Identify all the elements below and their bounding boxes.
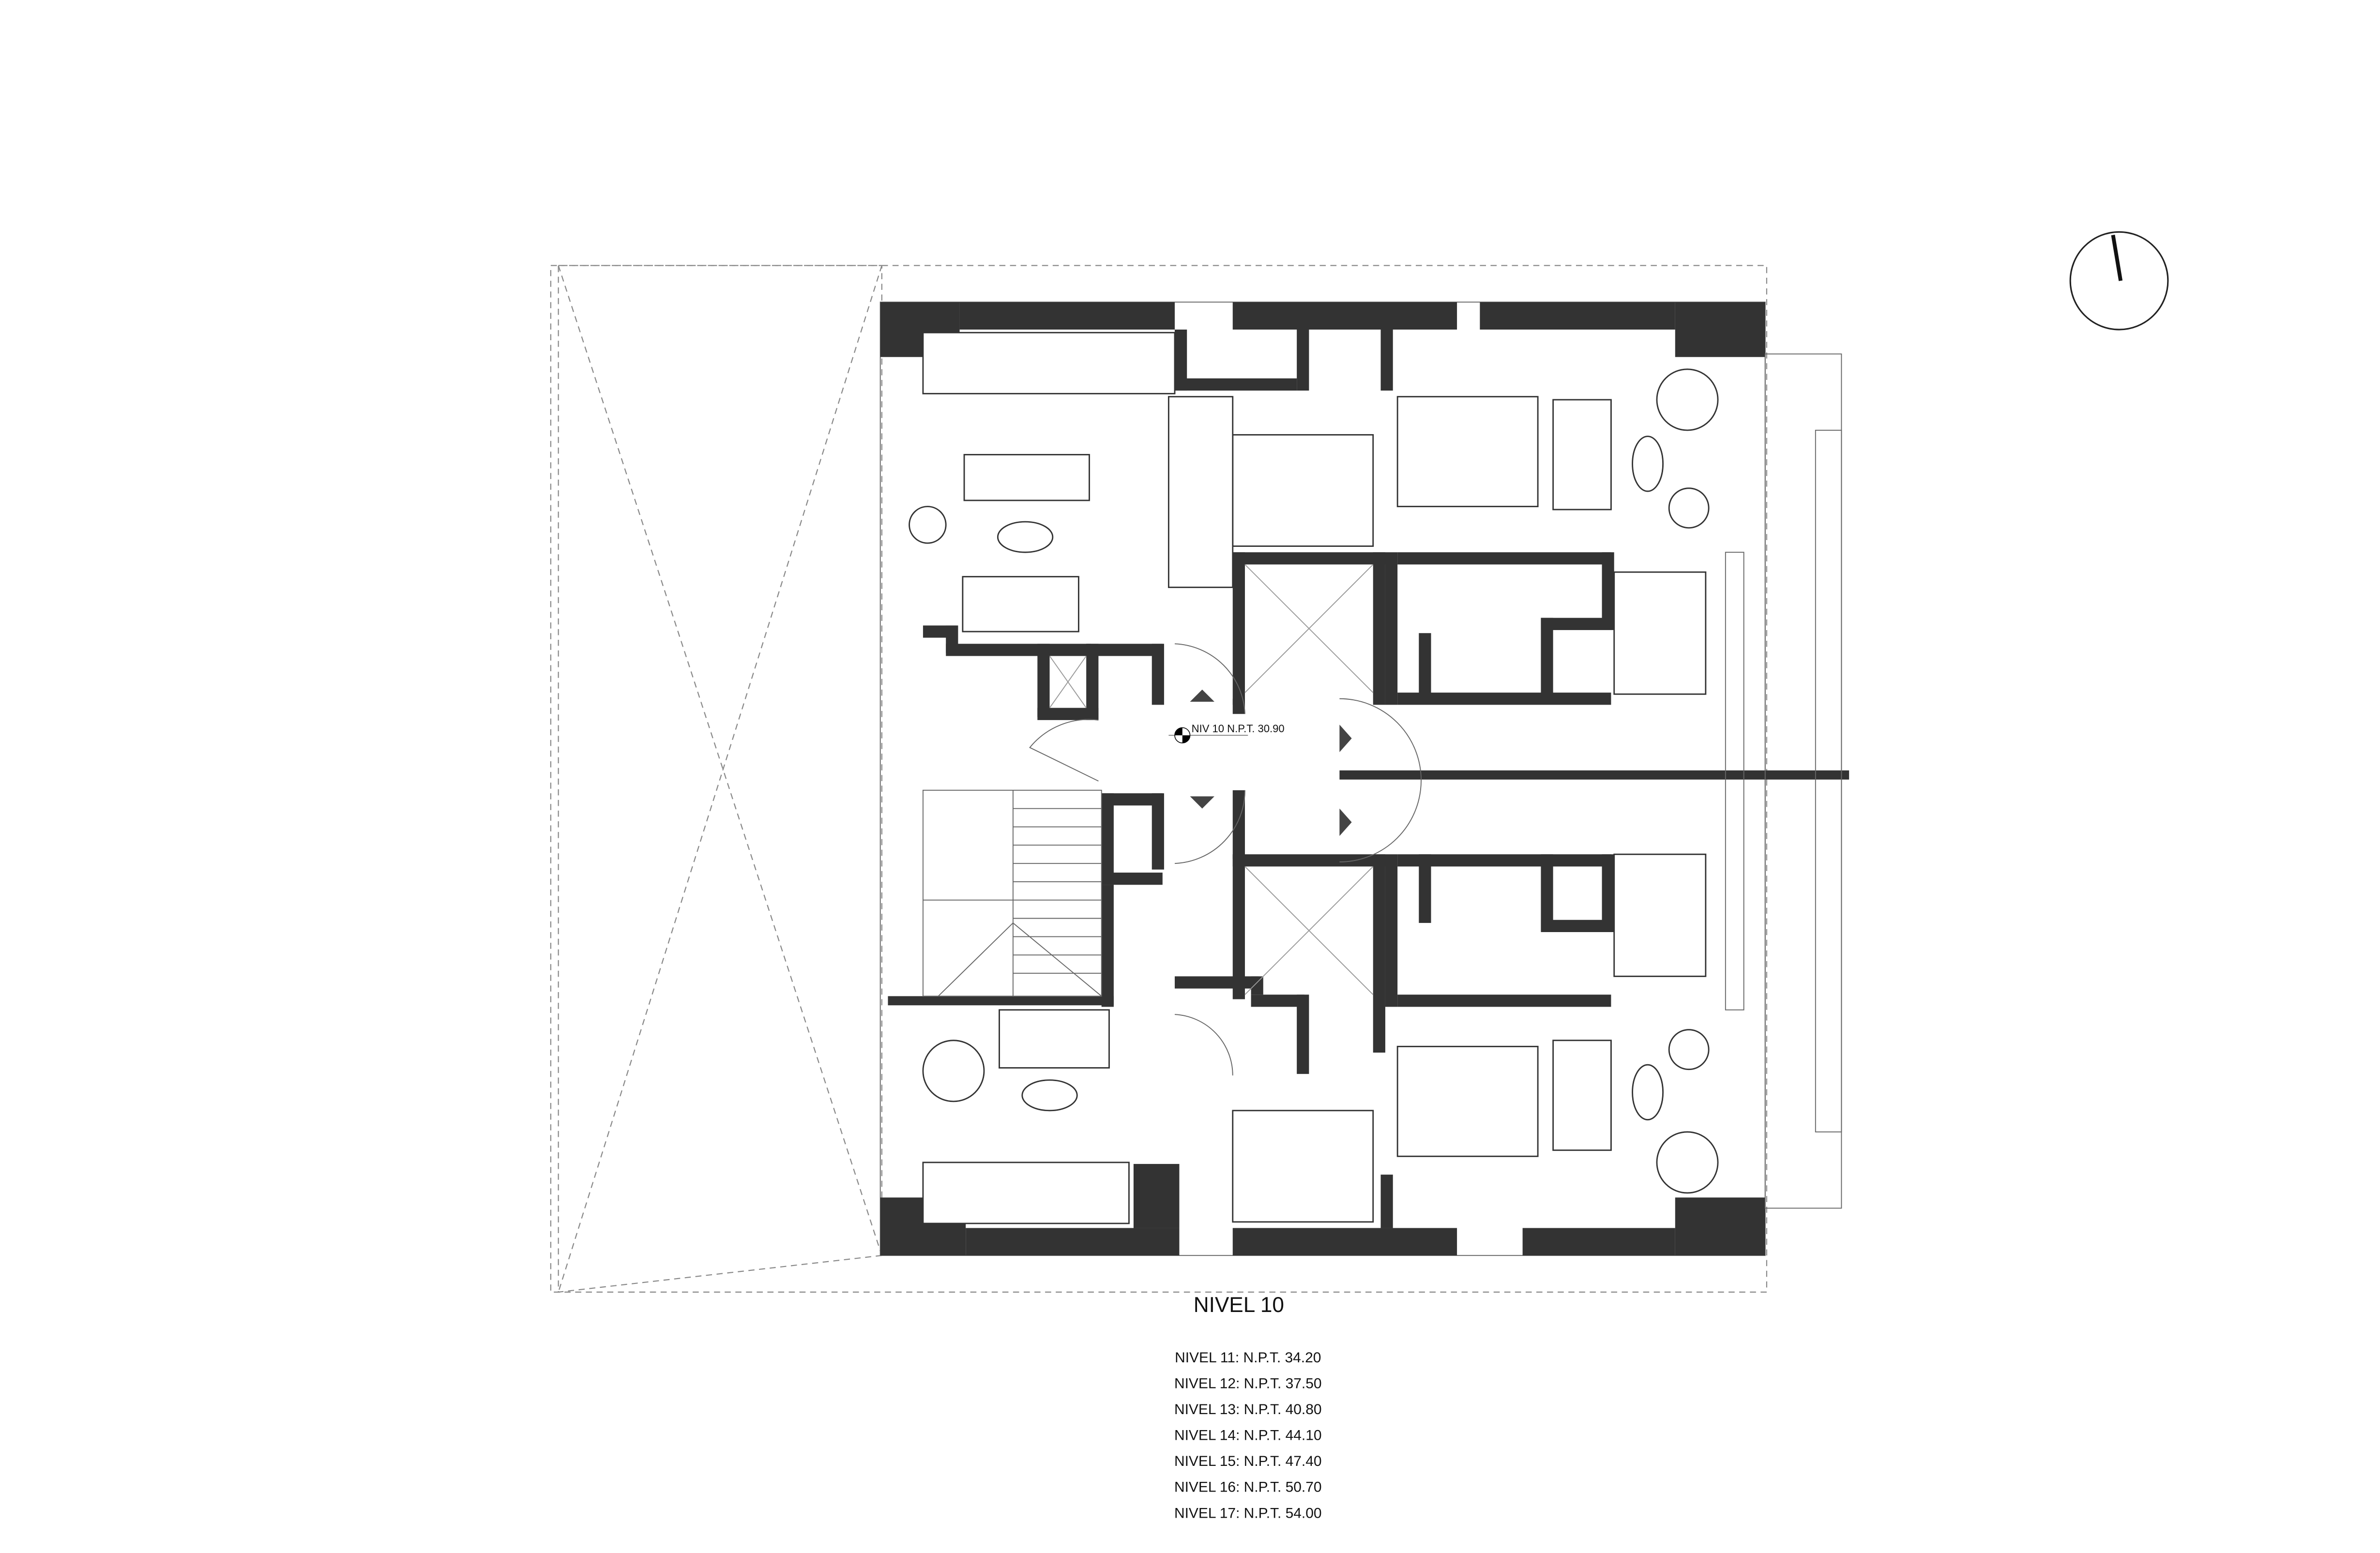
stair	[922, 789, 1102, 997]
level-item: NIVEL 12: N.P.T. 37.50	[1174, 1375, 1322, 1391]
sofa	[999, 1009, 1110, 1069]
sofa	[1552, 399, 1612, 511]
elevator-shafts	[1049, 564, 1374, 995]
kitchen-counter	[1613, 853, 1707, 977]
kitchen-counter	[1613, 571, 1707, 695]
round-table	[922, 1040, 985, 1102]
circulation-arrows	[1190, 689, 1352, 836]
level-datum-icon	[1168, 727, 1248, 743]
bed	[1396, 396, 1539, 508]
void-area	[558, 265, 882, 1293]
level-item: NIVEL 13: N.P.T. 40.80	[1174, 1402, 1322, 1417]
level-item: NIVEL 16: N.P.T. 50.70	[1174, 1479, 1322, 1495]
doors	[1029, 643, 1422, 1076]
north-arrow-icon	[2069, 231, 2169, 331]
kitchen-counter	[922, 332, 1176, 394]
sofa	[962, 576, 1079, 633]
furniture	[909, 332, 1719, 1224]
glazing	[1725, 353, 1842, 1209]
round-table	[1656, 368, 1719, 431]
level-item: NIVEL 15: N.P.T. 47.40	[1174, 1453, 1322, 1469]
plan-title: NIVEL 10	[1194, 1293, 1284, 1317]
sofa	[1552, 1040, 1612, 1151]
bed	[1396, 1045, 1539, 1157]
level-item: NIVEL 17: N.P.T. 54.00	[1174, 1505, 1322, 1521]
dining-table	[963, 454, 1090, 501]
exterior-walls	[880, 302, 1849, 1256]
level-list: NIVEL 11: N.P.T. 34.20 NIVEL 12: N.P.T. …	[1174, 1350, 1322, 1521]
level-item: NIVEL 14: N.P.T. 44.10	[1174, 1428, 1322, 1444]
bed	[1232, 1110, 1374, 1223]
round-table	[1656, 1131, 1719, 1194]
bed	[1232, 434, 1374, 547]
interior-walls	[923, 329, 1614, 1228]
level-item: NIVEL 11: N.P.T. 34.20	[1175, 1350, 1321, 1366]
kitchen-counter	[922, 1161, 1130, 1224]
level-marker-label: NIV 10 N.P.T. 30.90	[1192, 723, 1285, 735]
